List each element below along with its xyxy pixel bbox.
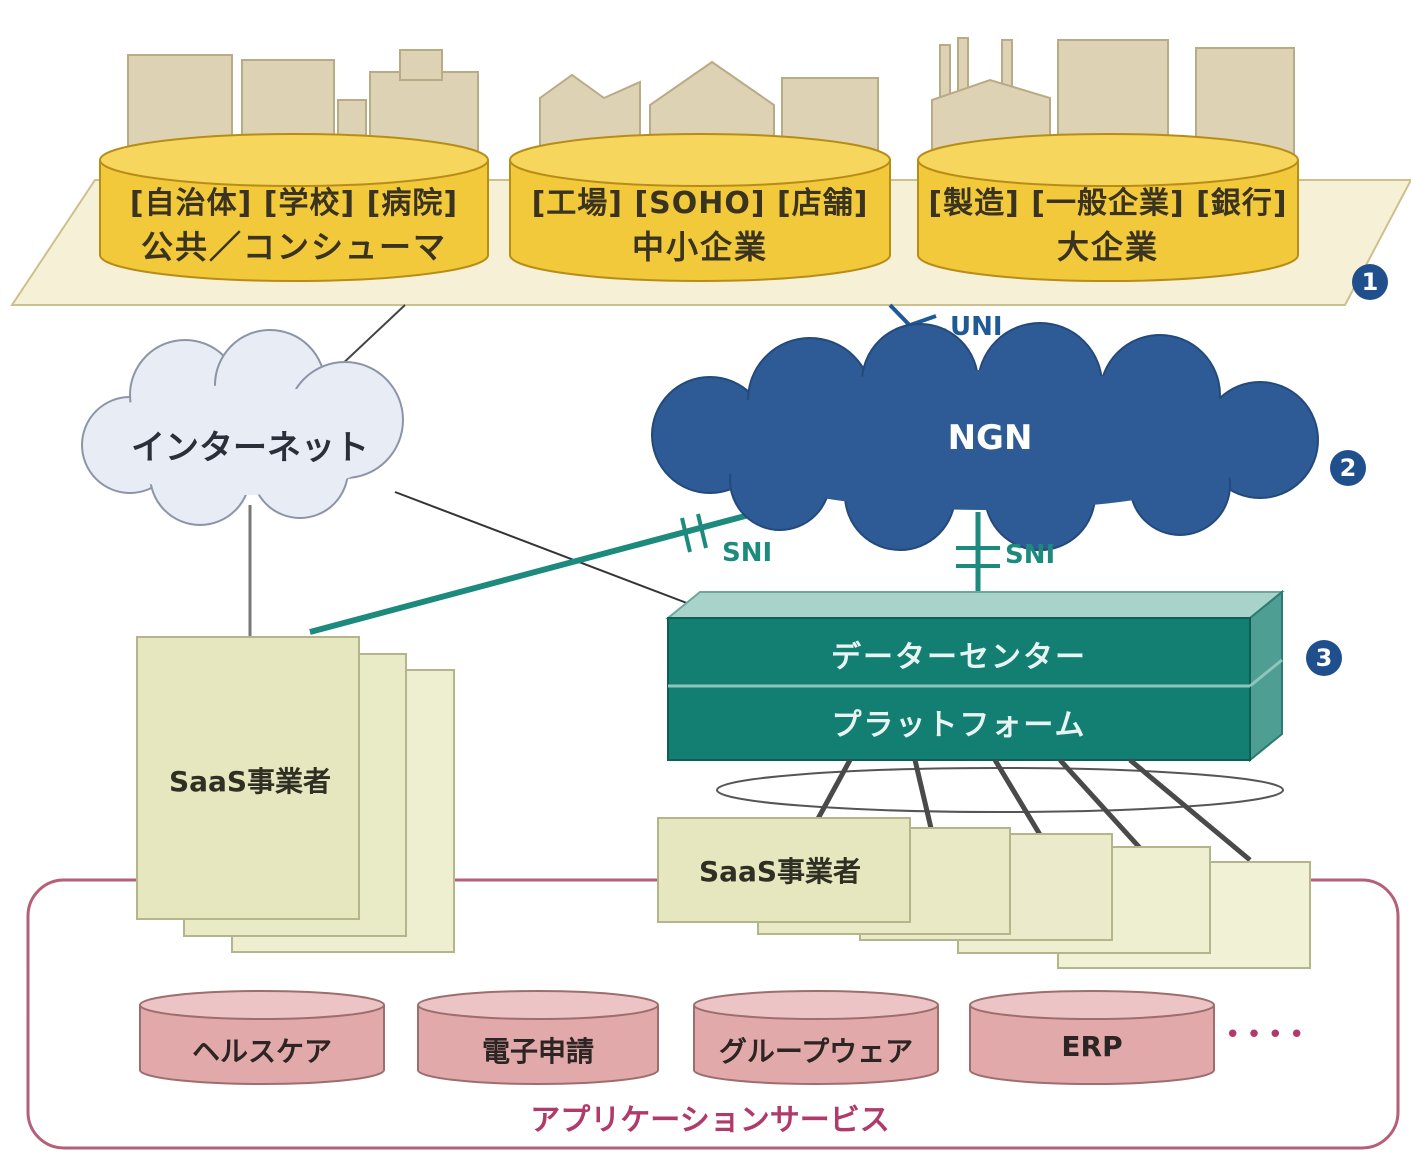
- sni-right-connector-mark: [956, 546, 1000, 568]
- saas-right-label: SaaS事業者: [698, 855, 862, 888]
- application-service-label: アプリケーションサービス: [530, 1103, 890, 1138]
- datacenter-block: [665, 589, 1285, 763]
- saas-left-stack: [136, 636, 455, 953]
- app-e-application-label: 電子申請: [481, 1035, 594, 1068]
- saas-left-label: SaaS事業者: [168, 765, 332, 798]
- segment-cylinders: [99, 133, 1299, 282]
- platform-ring: [716, 767, 1284, 813]
- marker-2: 2: [1330, 450, 1366, 486]
- app-healthcare-label: ヘルスケア: [191, 1035, 332, 1068]
- sni-right-label: SNI: [1005, 540, 1056, 570]
- app-databases: [139, 990, 1215, 1085]
- marker-1: 1: [1352, 264, 1388, 300]
- internet-cloud: [81, 329, 404, 526]
- ngn-label: NGN: [947, 418, 1033, 458]
- datacenter-label: データーセンター: [831, 640, 1087, 675]
- app-ellipsis: ••••: [1225, 1020, 1311, 1050]
- app-erp-label: ERP: [1061, 1030, 1123, 1063]
- sni-left-connector-mark: [680, 513, 708, 553]
- marker-3: 3: [1306, 640, 1342, 676]
- app-groupware-label: グループウェア: [718, 1035, 914, 1068]
- segment-enterprise-title: 大企業: [1056, 228, 1159, 266]
- internet-to-datacenter-line: [394, 491, 701, 609]
- segment-public-title: 公共／コンシューマ: [140, 228, 447, 266]
- platform-label: プラットフォーム: [831, 708, 1087, 743]
- segment-sme-label: [工場] [SOHO] [店舗]: [531, 186, 869, 221]
- segment-sme-title: 中小企業: [631, 228, 768, 266]
- internet-label: インターネット: [131, 428, 369, 468]
- sni-left-label: SNI: [722, 538, 773, 568]
- segment-public-label: [自治体] [学校] [病院]: [129, 186, 459, 221]
- saas-right-stack: [657, 817, 1311, 969]
- segment-enterprise-label: [製造] [一般企業] [銀行]: [928, 186, 1288, 221]
- ngn-cloud: [651, 322, 1319, 551]
- uni-label: UNI: [950, 312, 1003, 342]
